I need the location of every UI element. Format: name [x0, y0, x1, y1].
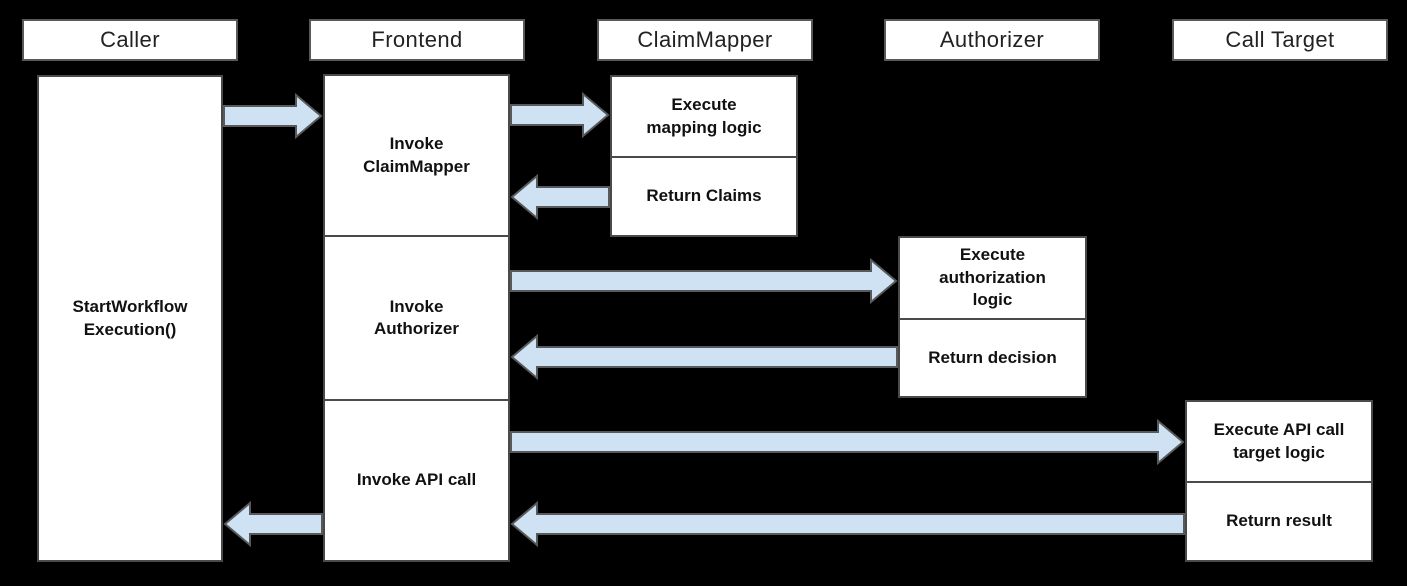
authorizer-return-box: Return decision [900, 318, 1085, 396]
claimmapper-execute-box: Execute mapping logic [646, 95, 762, 137]
claimmapper-return-box: Return Claims [612, 156, 796, 235]
lane-header-authorizer: Authorizer [884, 19, 1100, 61]
calltarget-execute-box: Execute API call target logic [1213, 420, 1345, 462]
arrow-frontend-to-caller-icon [223, 501, 323, 547]
claimmapper-activation-stack: Execute mapping logic Return Claims [610, 75, 798, 237]
arrow-claimmapper-to-frontend-icon [510, 174, 610, 220]
frontend-activation-stack: Invoke ClaimMapper Invoke Authorizer Inv… [323, 74, 510, 562]
frontend-invoke-api-call-box: Invoke API call [325, 399, 508, 560]
arrow-frontend-to-authorizer-icon [510, 258, 898, 304]
lane-header-frontend: Frontend [309, 19, 525, 61]
arrow-caller-to-frontend-icon [223, 93, 323, 139]
frontend-invoke-authorizer-box: Invoke Authorizer [325, 235, 508, 399]
calltarget-return-box: Return result [1187, 481, 1371, 560]
lane-header-claimmapper: ClaimMapper [597, 19, 813, 61]
lane-label: ClaimMapper [637, 27, 773, 52]
caller-activation-label: StartWorkflow Execution() [72, 297, 188, 339]
arrow-authorizer-to-frontend-icon [510, 334, 898, 380]
arrow-calltarget-to-frontend-icon [510, 501, 1185, 547]
authorizer-activation-stack: Execute authorization logic Return decis… [898, 236, 1087, 398]
lane-header-calltarget: Call Target [1172, 19, 1388, 61]
lane-label: Caller [100, 27, 160, 52]
caller-activation-box: StartWorkflow Execution() [37, 75, 223, 562]
lane-label: Frontend [371, 27, 463, 52]
authorizer-execute-box: Execute authorization logic [939, 245, 1046, 310]
frontend-invoke-claimmapper-box: Invoke ClaimMapper [363, 134, 470, 176]
arrow-frontend-to-calltarget-icon [510, 419, 1185, 465]
lane-label: Call Target [1225, 27, 1335, 52]
calltarget-activation-stack: Execute API call target logic Return res… [1185, 400, 1373, 562]
lane-header-caller: Caller [22, 19, 238, 61]
lane-label: Authorizer [939, 27, 1045, 52]
arrow-frontend-to-claimmapper-icon [510, 92, 610, 138]
